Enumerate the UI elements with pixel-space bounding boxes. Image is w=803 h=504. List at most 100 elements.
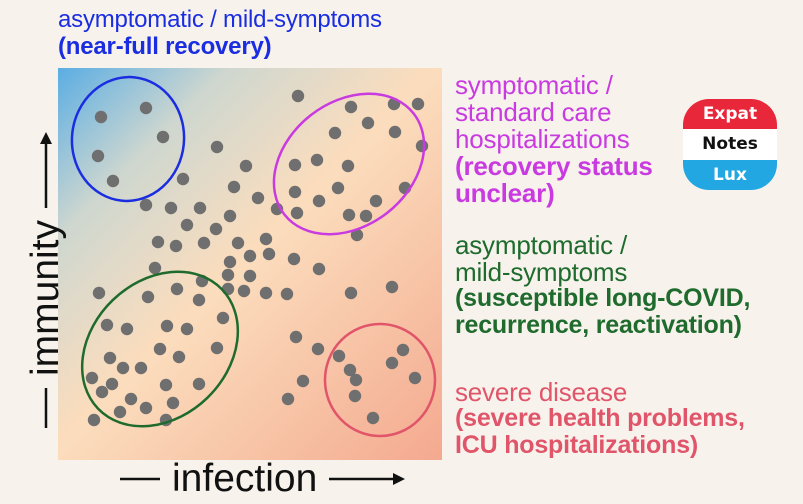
data-point-78 (192, 377, 206, 391)
data-point-3 (156, 130, 170, 144)
data-point-73 (103, 351, 117, 365)
label-susceptible-line2: mild-symptoms (455, 257, 628, 287)
data-point-19 (369, 194, 383, 208)
data-point-93 (408, 371, 422, 385)
data-point-22 (359, 209, 373, 223)
data-point-59 (296, 374, 310, 388)
data-point-6 (291, 89, 305, 103)
data-point-30 (193, 201, 207, 215)
label-symptomatic-line3: hospitalizations (455, 124, 630, 154)
data-point-26 (176, 172, 190, 186)
data-point-44 (243, 249, 257, 263)
data-point-7 (344, 100, 358, 114)
data-point-49 (237, 284, 251, 298)
data-point-76 (134, 361, 148, 375)
x-axis-label: infection (120, 454, 440, 504)
data-point-56 (289, 330, 303, 344)
label-severe-line1: severe disease (455, 377, 628, 407)
data-point-57 (311, 342, 325, 356)
data-point-35 (342, 208, 356, 222)
y-axis-line-bottom (44, 388, 48, 428)
data-point-66 (192, 293, 206, 307)
data-point-38 (151, 235, 165, 249)
data-point-32 (223, 209, 237, 223)
data-point-14 (288, 158, 302, 172)
label-symptomatic-line2: standard care (455, 97, 612, 127)
cluster-ellipse-magenta (272, 92, 426, 236)
data-point-1 (94, 110, 108, 124)
label-susceptible-line4: recurrence, reactivation) (455, 311, 742, 339)
label-severe-line3: ICU hospitalizations) (455, 431, 699, 459)
data-point-80 (95, 385, 109, 399)
data-point-71 (160, 319, 174, 333)
data-point-82 (159, 378, 173, 392)
data-point-84 (139, 401, 153, 415)
x-axis-line-left (120, 477, 160, 481)
label-symptomatic-line1: symptomatic / (455, 70, 613, 100)
data-point-60 (281, 392, 295, 406)
label-near-full-recovery-line2: (near-full recovery) (58, 33, 272, 60)
data-point-79 (85, 371, 99, 385)
data-point-25 (239, 159, 253, 173)
label-symptomatic-line4: (recovery status (455, 151, 653, 181)
data-point-9 (411, 97, 425, 111)
x-axis-title: infection (172, 457, 318, 500)
data-point-58 (332, 349, 346, 363)
data-point-67 (180, 322, 194, 336)
data-point-28 (139, 198, 153, 212)
cluster-ellipse-green (80, 270, 240, 428)
x-axis-arrow-right (329, 473, 406, 485)
data-point-29 (164, 201, 178, 215)
data-point-77 (172, 350, 186, 364)
data-point-86 (113, 405, 127, 419)
data-point-53 (312, 262, 326, 276)
label-susceptible-line1: asymptomatic / (455, 230, 628, 260)
data-point-21 (312, 194, 326, 208)
cluster-ellipse-blue (70, 75, 186, 203)
data-point-31 (251, 191, 265, 205)
data-point-16 (341, 159, 355, 173)
data-point-90 (349, 373, 363, 387)
logo-notes: Notes (683, 129, 777, 160)
data-point-4 (91, 149, 105, 163)
data-point-40 (197, 236, 211, 250)
y-axis-arrow-top (40, 131, 52, 208)
data-point-68 (216, 311, 230, 325)
data-point-72 (210, 341, 224, 355)
data-point-69 (221, 282, 235, 296)
data-point-23 (350, 228, 364, 242)
data-point-70 (100, 318, 114, 332)
data-point-34 (290, 206, 304, 220)
label-symptomatic-line5: unclear) (455, 178, 555, 208)
data-point-2 (139, 101, 153, 115)
data-point-83 (124, 392, 138, 406)
label-near-full-recovery-line1: asymptomatic / mild-symptoms (58, 6, 382, 33)
data-point-87 (87, 413, 101, 427)
data-point-75 (116, 361, 130, 375)
plot-area (58, 68, 442, 460)
expat-notes-lux-logo: Expat Notes Lux (683, 99, 777, 190)
data-point-15 (310, 153, 324, 167)
data-point-45 (262, 247, 276, 261)
data-point-27 (227, 180, 241, 194)
data-point-12 (328, 126, 342, 140)
data-point-65 (170, 282, 184, 296)
cluster-ellipse-red (323, 322, 437, 438)
data-point-41 (231, 236, 245, 250)
data-point-92 (348, 389, 362, 403)
data-point-95 (396, 343, 410, 357)
data-point-50 (259, 286, 273, 300)
data-point-51 (280, 287, 294, 301)
data-point-36 (180, 218, 194, 232)
data-point-55 (344, 286, 358, 300)
data-point-13 (415, 139, 429, 153)
y-axis-title: immunity (24, 219, 67, 376)
data-point-42 (259, 232, 273, 246)
data-point-91 (385, 356, 399, 370)
y-axis-label: immunity (22, 108, 70, 428)
data-point-47 (243, 269, 257, 283)
data-point-39 (169, 239, 183, 253)
data-point-62 (148, 261, 162, 275)
data-point-61 (92, 286, 106, 300)
